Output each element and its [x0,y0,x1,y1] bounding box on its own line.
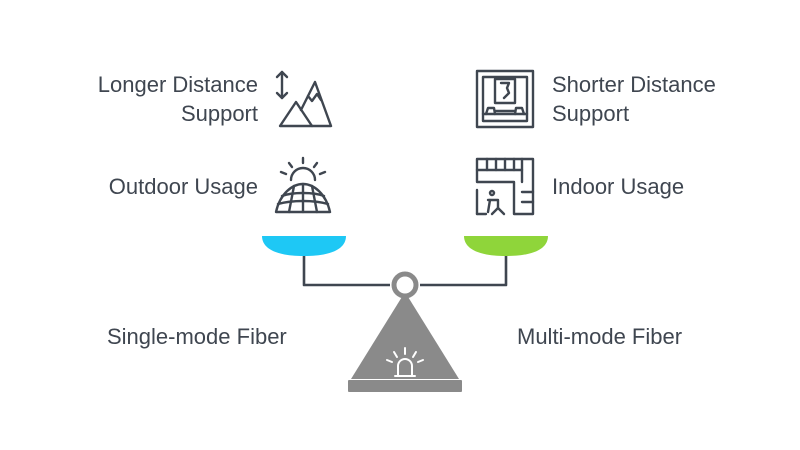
single-mode-fiber-label: Single-mode Fiber [107,324,287,349]
floor-plan-icon [475,157,535,216]
scale-foot [348,380,462,392]
right-feature-usage-label: Indoor Usage [552,174,685,199]
lightbulb-icon [386,347,424,377]
left-feature-distance-label: Longer Distance Support [98,70,258,128]
left-feature-distance-line2: Support [180,101,258,126]
right-feature-distance-label: Shorter Distance Support [552,70,716,128]
sunrise-field-icon [274,156,332,214]
multi-mode-fiber-label: Multi-mode Fiber [517,324,683,349]
scale-pivot [391,271,419,299]
left-scale-pan [262,236,346,256]
right-feature-distance-line2: Support [552,101,630,126]
mountains-distance-icon [275,70,333,128]
scale-stand [351,292,459,379]
indoor-room-icon [475,69,535,129]
scale-beam [302,256,508,287]
right-scale-pan [464,236,548,256]
left-feature-usage-label: Outdoor Usage [108,174,258,199]
left-feature-distance-line1: Longer Distance [97,72,258,97]
right-feature-distance-line1: Shorter Distance [552,72,716,97]
